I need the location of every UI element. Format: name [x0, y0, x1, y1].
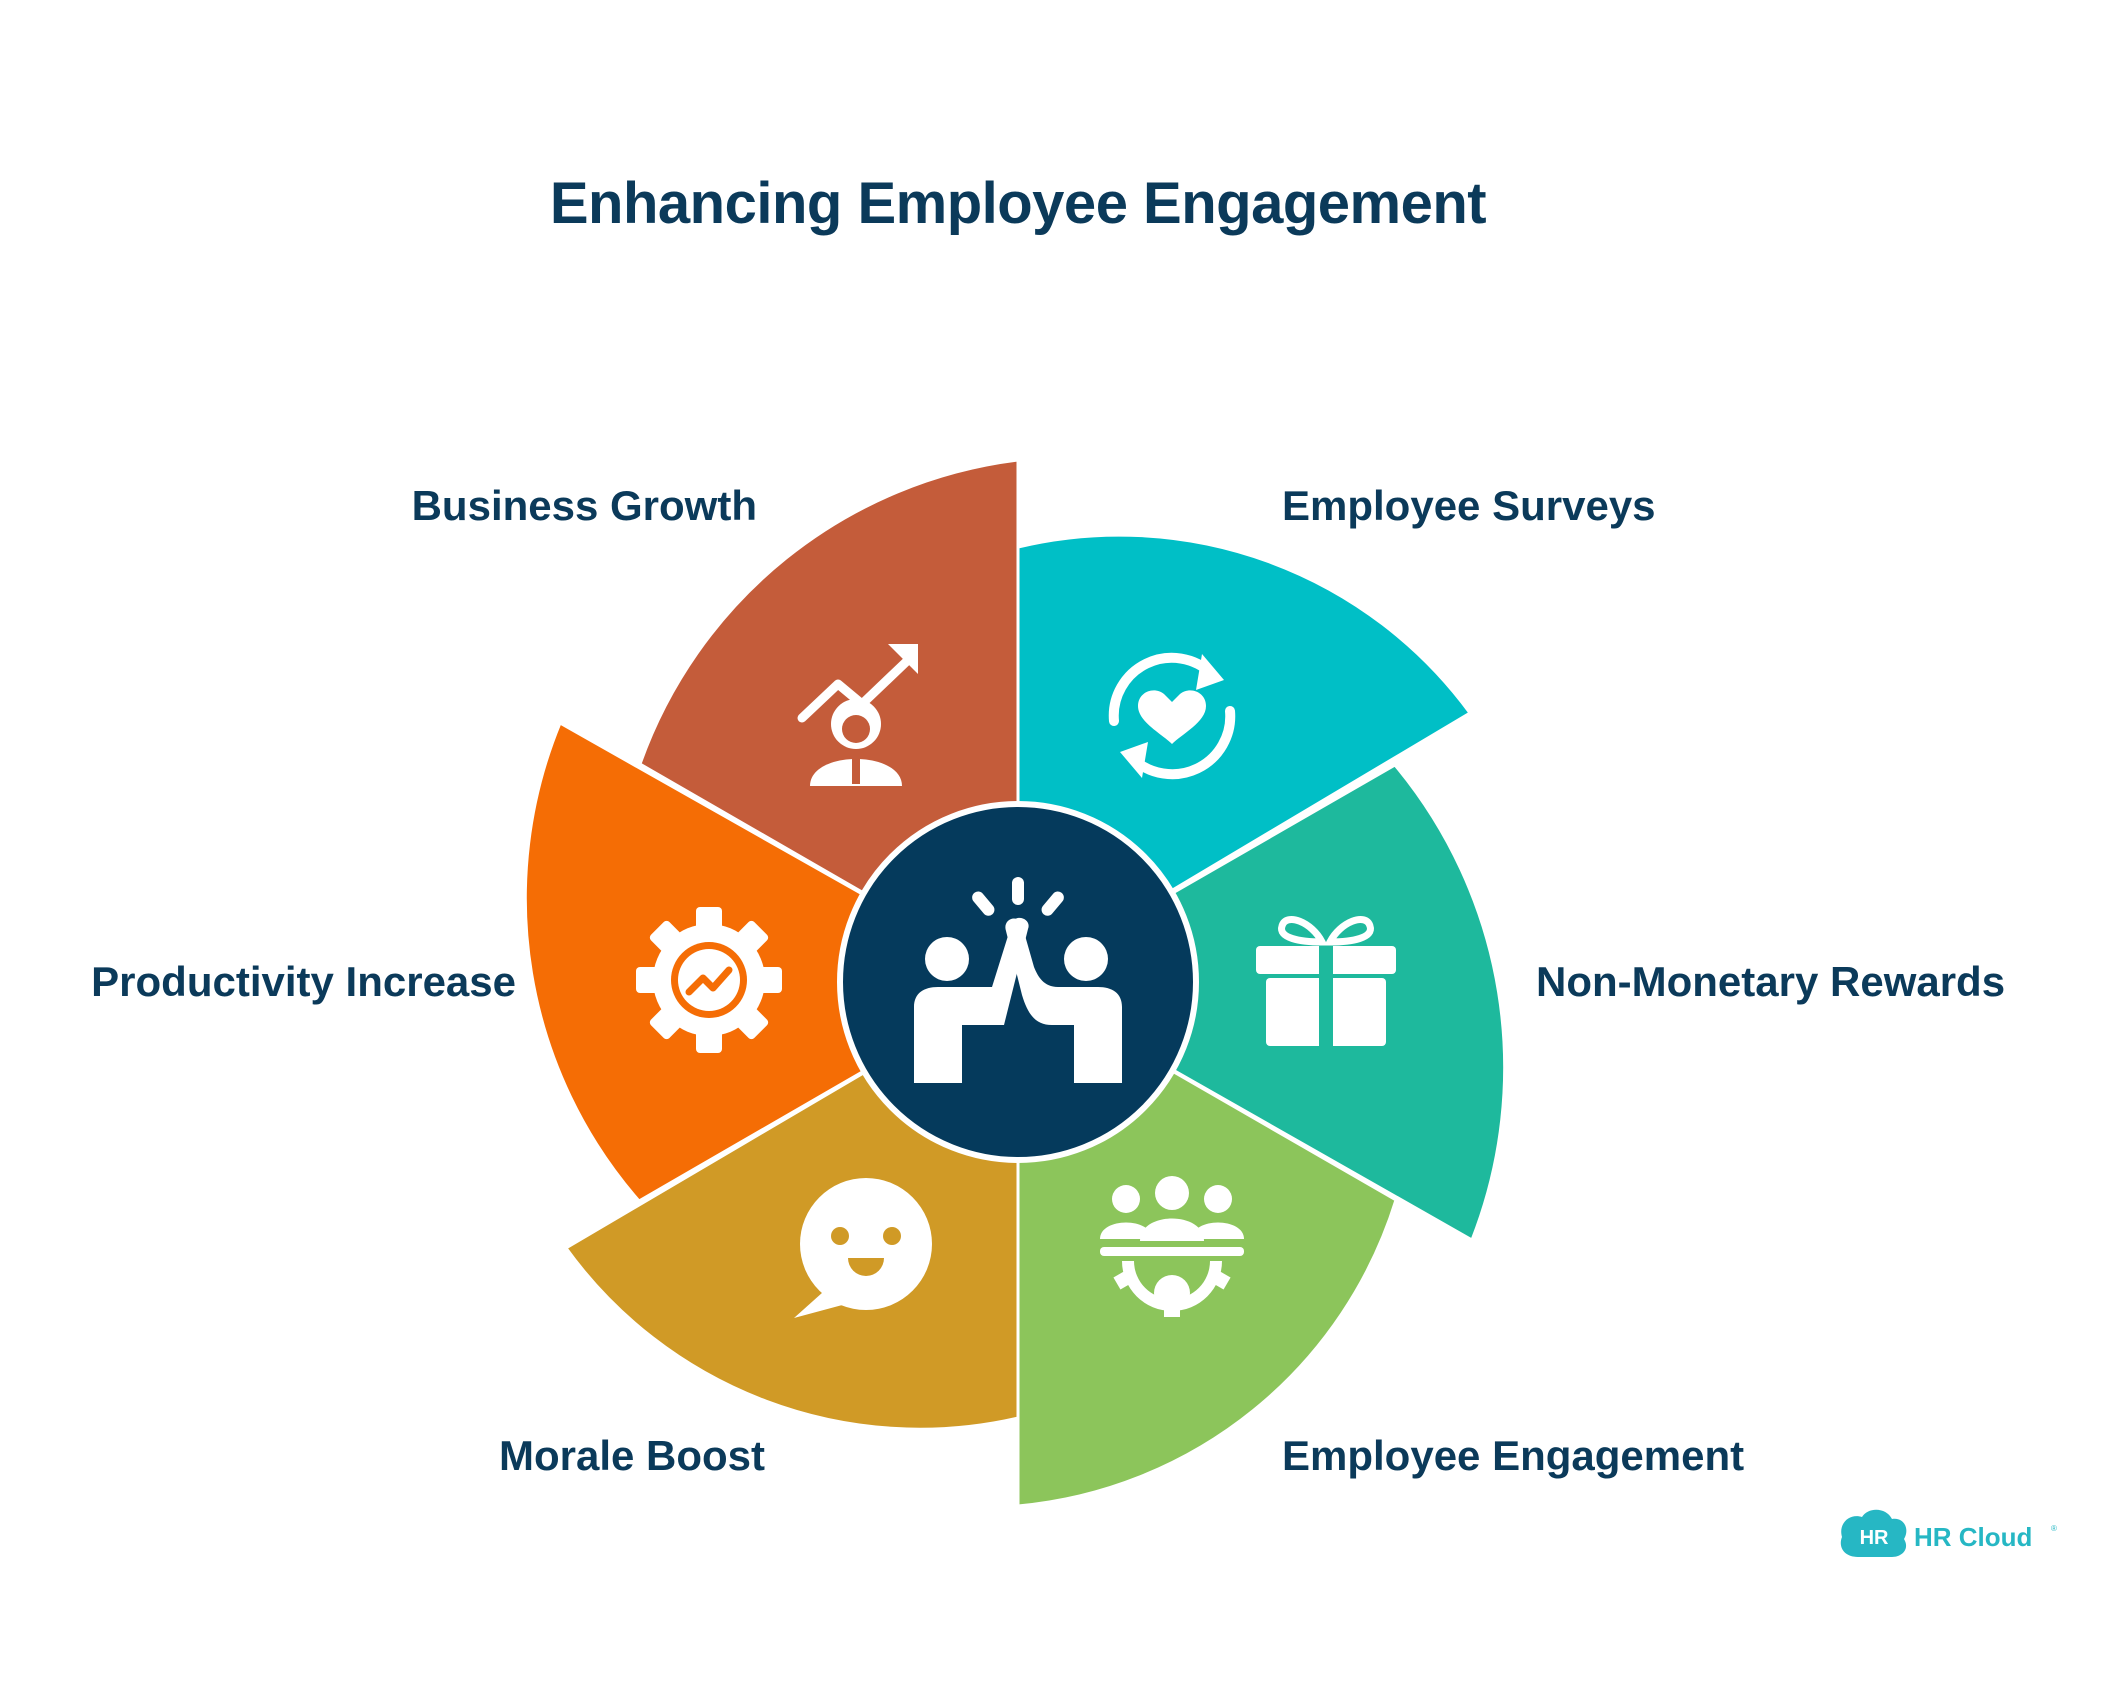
segment-non-monetary-rewards [1014, 763, 1507, 1243]
center-circle [837, 801, 1199, 1163]
cloud-icon [1840, 1509, 1907, 1557]
label-non-monetary-rewards: Non-Monetary Rewards [1536, 958, 2005, 1005]
label-business-growth: Business Growth [412, 482, 757, 529]
logo-name: HR Cloud [1914, 1522, 2032, 1552]
logo-registered-mark: ® [2051, 1524, 2057, 1533]
team-gear-icon [1100, 1176, 1244, 1317]
label-employee-engagement: Employee Engagement [1282, 1432, 1744, 1479]
label-employee-surveys: Employee Surveys [1282, 482, 1656, 529]
logo-badge-text: HR [1860, 1527, 1889, 1549]
high-five-icon [914, 877, 1122, 1083]
growth-person-icon [797, 644, 918, 786]
label-productivity-increase: Productivity Increase [91, 958, 516, 1005]
label-morale-boost: Morale Boost [499, 1432, 765, 1479]
segment-productivity-increase [523, 720, 1022, 1203]
segment-labels: Employee Surveys Non-Monetary Rewards Em… [91, 482, 2005, 1479]
page-title: Enhancing Employee Engagement [550, 171, 1486, 236]
gift-icon [1256, 916, 1396, 1046]
heart-refresh-icon [1108, 652, 1236, 780]
gear-trend-icon [636, 907, 782, 1053]
hr-cloud-logo: HR HR Cloud ® [1840, 1509, 2057, 1557]
smile-chat-icon [794, 1178, 932, 1318]
segment-icons [636, 644, 1396, 1318]
